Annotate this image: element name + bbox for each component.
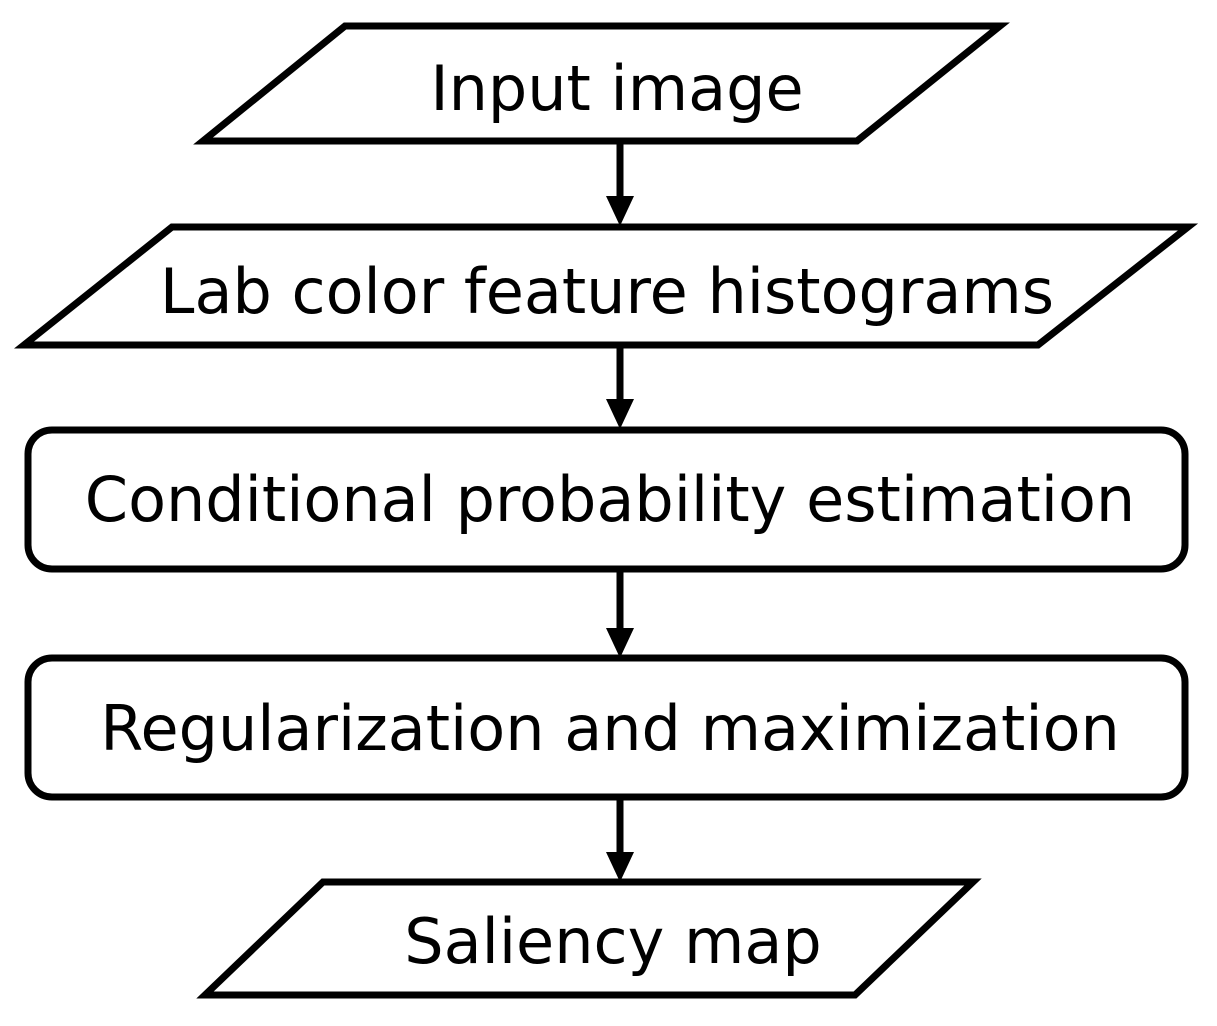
arrow-regularization-to-saliency-map: [606, 797, 634, 882]
rounded-rectangle-shape: [24, 426, 1189, 573]
arrow-head-icon: [606, 628, 634, 658]
arrow-head-icon: [606, 196, 634, 226]
parallelogram-shape: [196, 878, 982, 999]
node-label: Conditional probability estimation: [85, 463, 1135, 536]
node-label: Input image: [430, 52, 803, 125]
node-input-image[interactable]: Input image: [193, 22, 1010, 145]
node-regularization-and-maximization[interactable]: Regularization and maximization: [24, 654, 1189, 801]
arrow-head-icon: [606, 399, 634, 429]
node-label: Lab color feature histograms: [160, 255, 1054, 328]
arrow-input-to-histograms: [606, 141, 634, 226]
rounded-rectangle-shape: [24, 654, 1189, 801]
arrow-estimation-to-regularization: [606, 569, 634, 658]
node-label: Saliency map: [404, 905, 821, 978]
parallelogram-shape: [193, 22, 1010, 145]
arrow-head-icon: [606, 852, 634, 882]
node-label: Regularization and maximization: [100, 692, 1120, 765]
arrow-histograms-to-estimation: [606, 345, 634, 429]
node-saliency-map[interactable]: Saliency map: [196, 878, 982, 999]
node-conditional-probability-estimation[interactable]: Conditional probability estimation: [24, 426, 1189, 573]
parallelogram-shape: [13, 223, 1199, 349]
node-lab-color-feature-histograms[interactable]: Lab color feature histograms: [13, 223, 1199, 349]
